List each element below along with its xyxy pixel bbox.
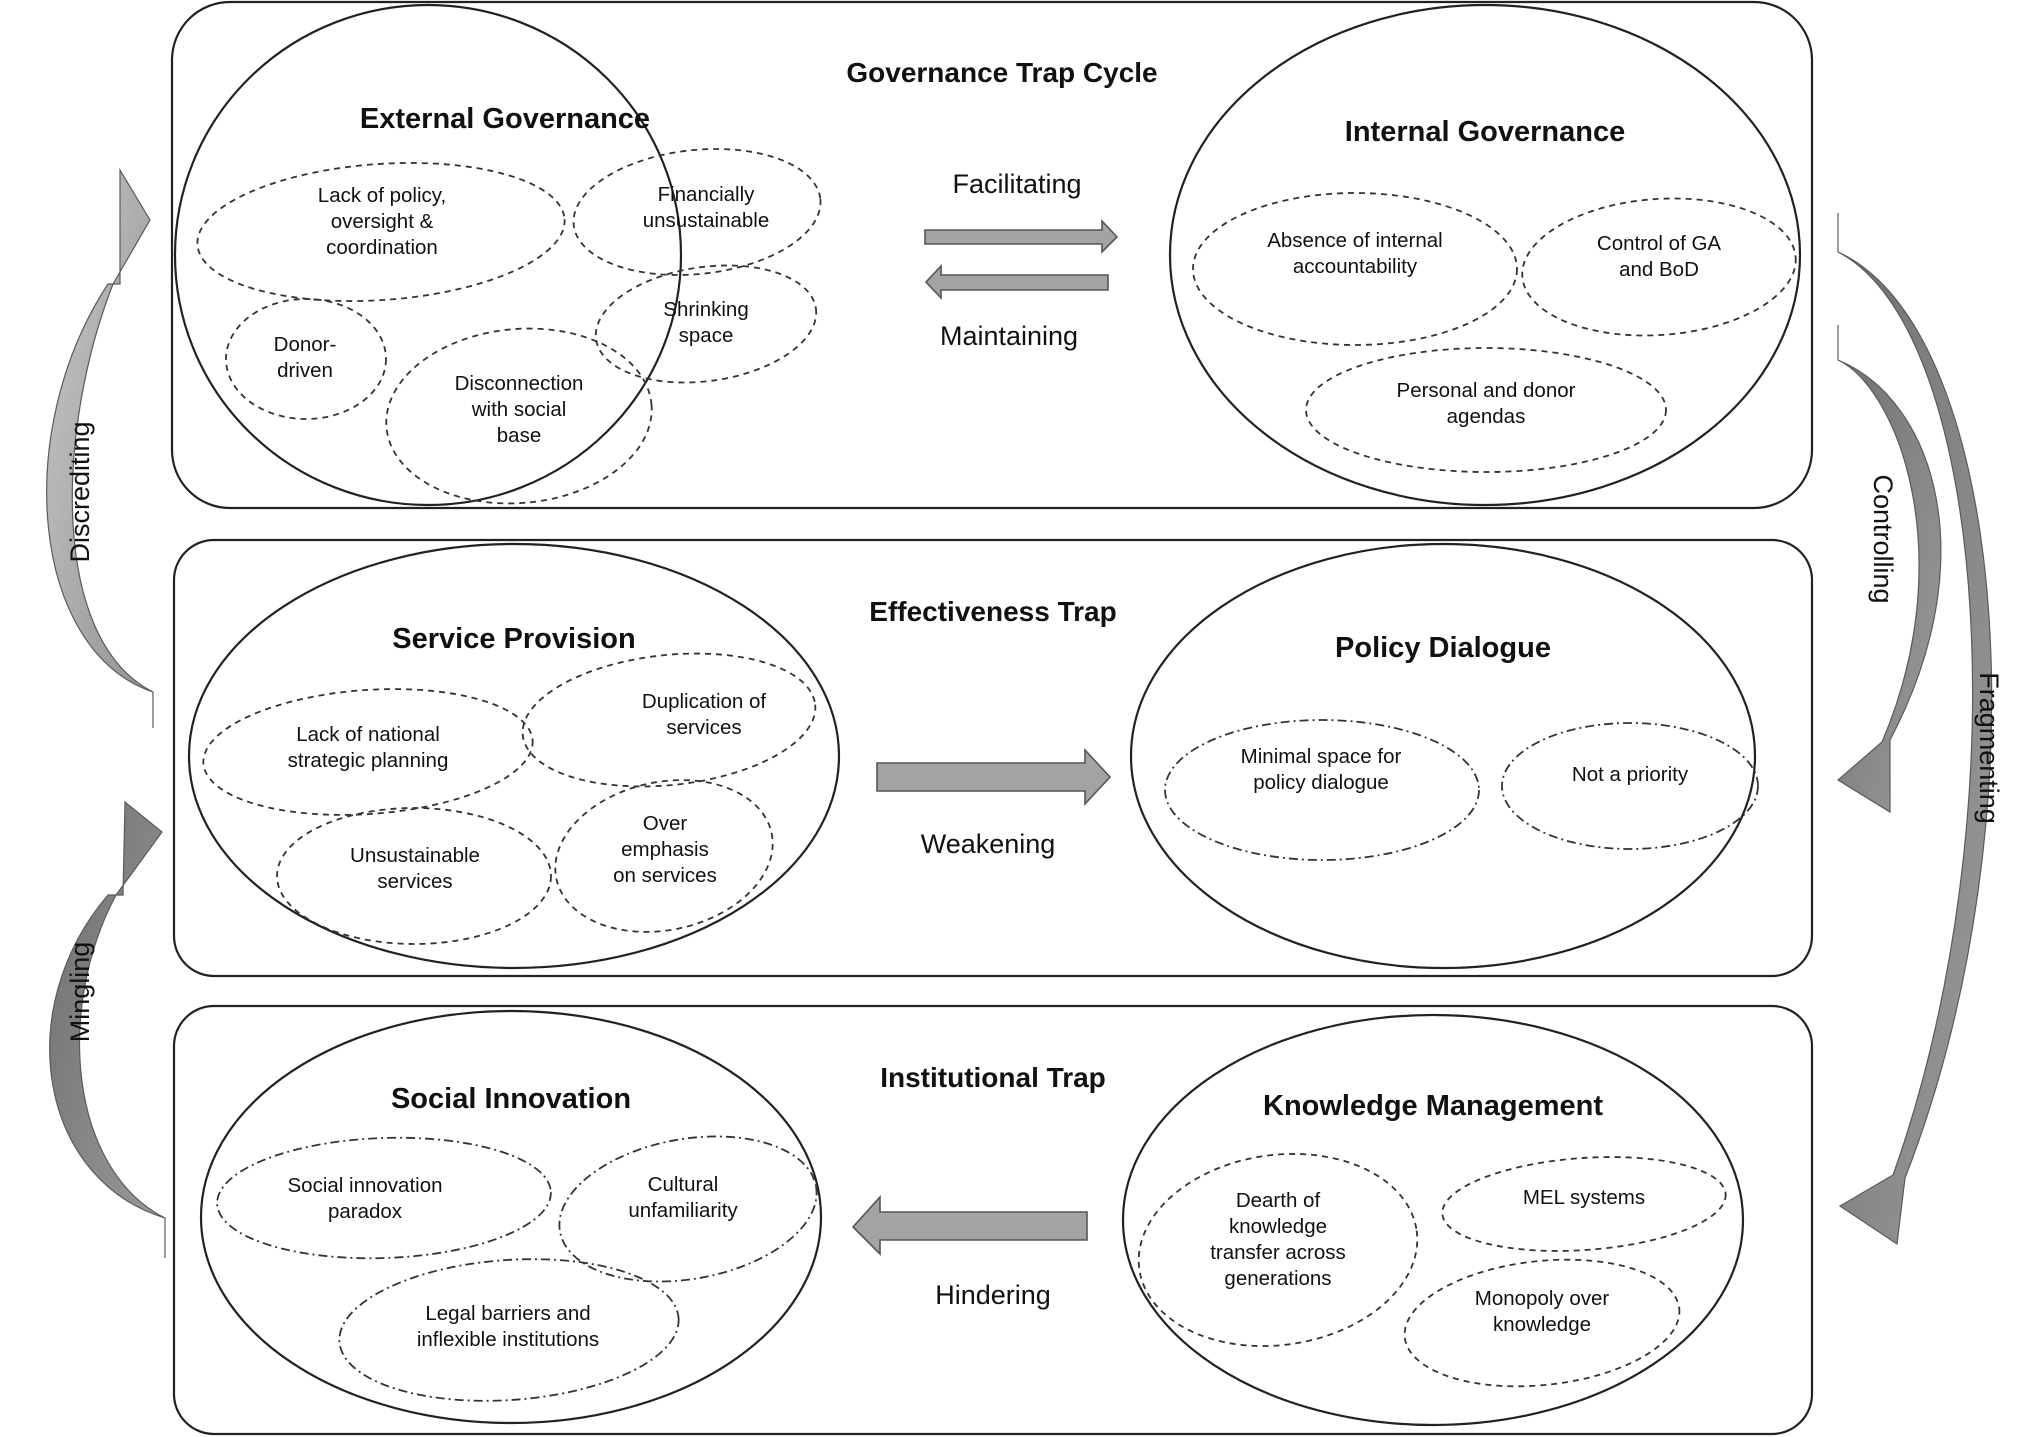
service-provision-title: Service Provision xyxy=(392,623,635,655)
institutional-panel-title: Institutional Trap xyxy=(880,1062,1106,1093)
maintaining-arrow xyxy=(924,263,1109,301)
weakening-arrow xyxy=(876,747,1112,807)
hindering-label: Hindering xyxy=(935,1280,1051,1310)
policy-dialogue-title: Policy Dialogue xyxy=(1335,632,1551,664)
cultural-unfamiliarity-bubble xyxy=(558,1135,818,1283)
donor-driven-bubble xyxy=(225,298,387,420)
service-provision-oval xyxy=(187,542,841,970)
weakening-label: Weakening xyxy=(921,829,1056,859)
disconnection-bubble xyxy=(385,327,653,505)
legal-barriers-bubble xyxy=(338,1258,680,1402)
lack-national-planning-bubble xyxy=(202,688,534,816)
facilitating-label: Facilitating xyxy=(952,169,1081,199)
lack-of-policy-bubble xyxy=(196,162,566,302)
maintaining-label: Maintaining xyxy=(940,321,1078,351)
external-governance-title: External Governance xyxy=(360,103,650,135)
social-innovation-oval xyxy=(199,1009,823,1425)
over-emphasis-bubble xyxy=(554,779,774,933)
fragmenting-label: Fragmenting xyxy=(1974,672,2004,824)
hindering-arrow xyxy=(851,1194,1088,1256)
knowledge-management-title: Knowledge Management xyxy=(1263,1090,1603,1122)
internal-governance-title: Internal Governance xyxy=(1345,116,1625,148)
governance-panel-title: Governance Trap Cycle xyxy=(846,57,1157,88)
duplication-services-bubble xyxy=(521,652,817,788)
donor-driven-text: Donor-driven xyxy=(274,333,337,382)
mingling-label: Mingling xyxy=(65,942,95,1043)
fragmenting-curved-arrow xyxy=(1837,213,1993,1246)
controlling-label: Controlling xyxy=(1868,474,1898,603)
discrediting-curved-arrow xyxy=(46,167,154,728)
effectiveness-panel-title: Effectiveness Trap xyxy=(869,596,1116,627)
controlling-curved-arrow xyxy=(1836,325,1942,814)
minimal-space-bubble xyxy=(1164,719,1480,861)
financially-unsustainable-bubble xyxy=(572,148,822,276)
facilitating-arrow xyxy=(924,218,1119,254)
knowledge-management-oval xyxy=(1121,1013,1745,1427)
monopoly-knowledge-bubble xyxy=(1403,1258,1681,1388)
mel-systems-bubble xyxy=(1441,1156,1727,1252)
internal-governance-oval xyxy=(1168,3,1802,507)
not-a-priority-text: Not a priority xyxy=(1572,763,1689,786)
absence-accountability-bubble xyxy=(1192,192,1518,346)
unsustainable-services-bubble xyxy=(276,807,552,945)
dearth-knowledge-bubble xyxy=(1137,1153,1419,1347)
personal-donor-agendas-bubble xyxy=(1305,347,1667,473)
mel-systems-text: MEL systems xyxy=(1523,1186,1645,1209)
external-governance-oval xyxy=(173,3,683,507)
not-a-priority-bubble xyxy=(1501,722,1759,850)
shrinking-space-bubble xyxy=(594,264,818,384)
discrediting-label: Discrediting xyxy=(65,421,95,562)
social-innovation-paradox-bubble xyxy=(216,1136,552,1260)
social-innovation-title: Social Innovation xyxy=(391,1083,631,1115)
mingling-curved-arrow xyxy=(49,800,166,1258)
control-ga-bod-bubble xyxy=(1521,197,1797,337)
lack-of-policy-text: Lack of policy,oversight &coordination xyxy=(318,184,446,259)
policy-dialogue-oval xyxy=(1129,542,1757,970)
